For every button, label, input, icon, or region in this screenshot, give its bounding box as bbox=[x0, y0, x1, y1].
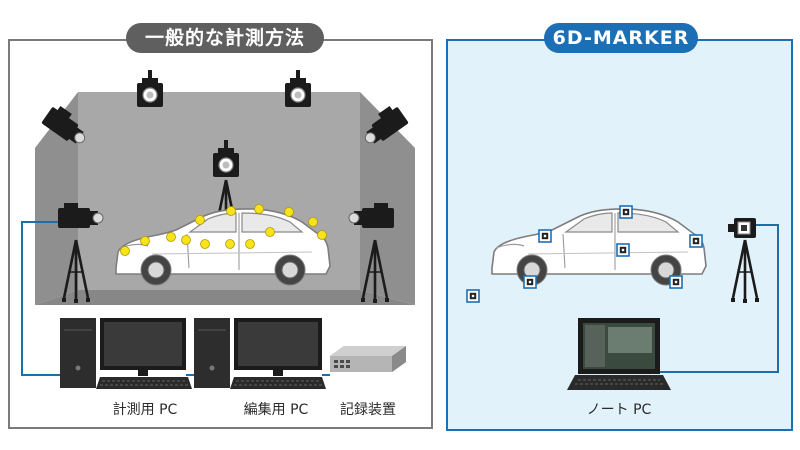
reflective-marker bbox=[265, 227, 275, 237]
6d-marker-icon bbox=[689, 234, 703, 248]
reflective-marker bbox=[317, 230, 327, 240]
reflective-marker bbox=[226, 206, 236, 216]
keyboard-icon bbox=[96, 377, 192, 389]
cable bbox=[656, 224, 779, 373]
reflective-markers bbox=[120, 204, 327, 256]
6d-marker-icon bbox=[616, 243, 630, 257]
reflective-marker bbox=[200, 239, 210, 249]
right-panel-title: 6D-MARKER bbox=[544, 23, 698, 53]
reflective-marker bbox=[181, 235, 191, 245]
6d-marker-icon bbox=[669, 275, 683, 289]
monitor-icon bbox=[100, 318, 186, 376]
reflective-marker bbox=[195, 215, 205, 225]
reflective-marker bbox=[225, 239, 235, 249]
editing-pc-label: 編集用 PC bbox=[243, 402, 309, 418]
editing-pc bbox=[194, 318, 326, 389]
left-panel bbox=[8, 39, 433, 429]
desktop-pc-icon bbox=[60, 318, 96, 388]
measurement-pc-label: 計測用 PC bbox=[112, 402, 178, 418]
monitor-icon bbox=[234, 318, 322, 376]
measurement-pc bbox=[60, 318, 192, 389]
6d-marker-icon bbox=[466, 289, 480, 303]
left-panel-title: 一般的な計測方法 bbox=[126, 23, 324, 53]
reflective-marker bbox=[254, 204, 264, 214]
6d-marker-icon bbox=[523, 275, 537, 289]
laptop-icon bbox=[567, 318, 671, 390]
reflective-marker bbox=[245, 239, 255, 249]
camera-on-tripod bbox=[728, 218, 761, 305]
camera-icon bbox=[728, 218, 756, 238]
6d-marker-icon bbox=[538, 229, 552, 243]
cable bbox=[21, 221, 60, 376]
reflective-marker bbox=[308, 217, 318, 227]
desktop-pc-icon bbox=[194, 318, 230, 388]
right-panel bbox=[446, 39, 793, 431]
6d-marker-icon bbox=[619, 205, 633, 219]
reflective-marker bbox=[284, 207, 294, 217]
reflective-marker bbox=[166, 232, 176, 242]
reflective-marker bbox=[140, 236, 150, 246]
laptop-pc-label: ノート PC bbox=[586, 402, 652, 418]
reflective-marker bbox=[120, 246, 130, 256]
recorder-icon bbox=[330, 346, 406, 372]
recorder-label: 記録装置 bbox=[340, 402, 396, 418]
keyboard-icon bbox=[230, 377, 326, 389]
